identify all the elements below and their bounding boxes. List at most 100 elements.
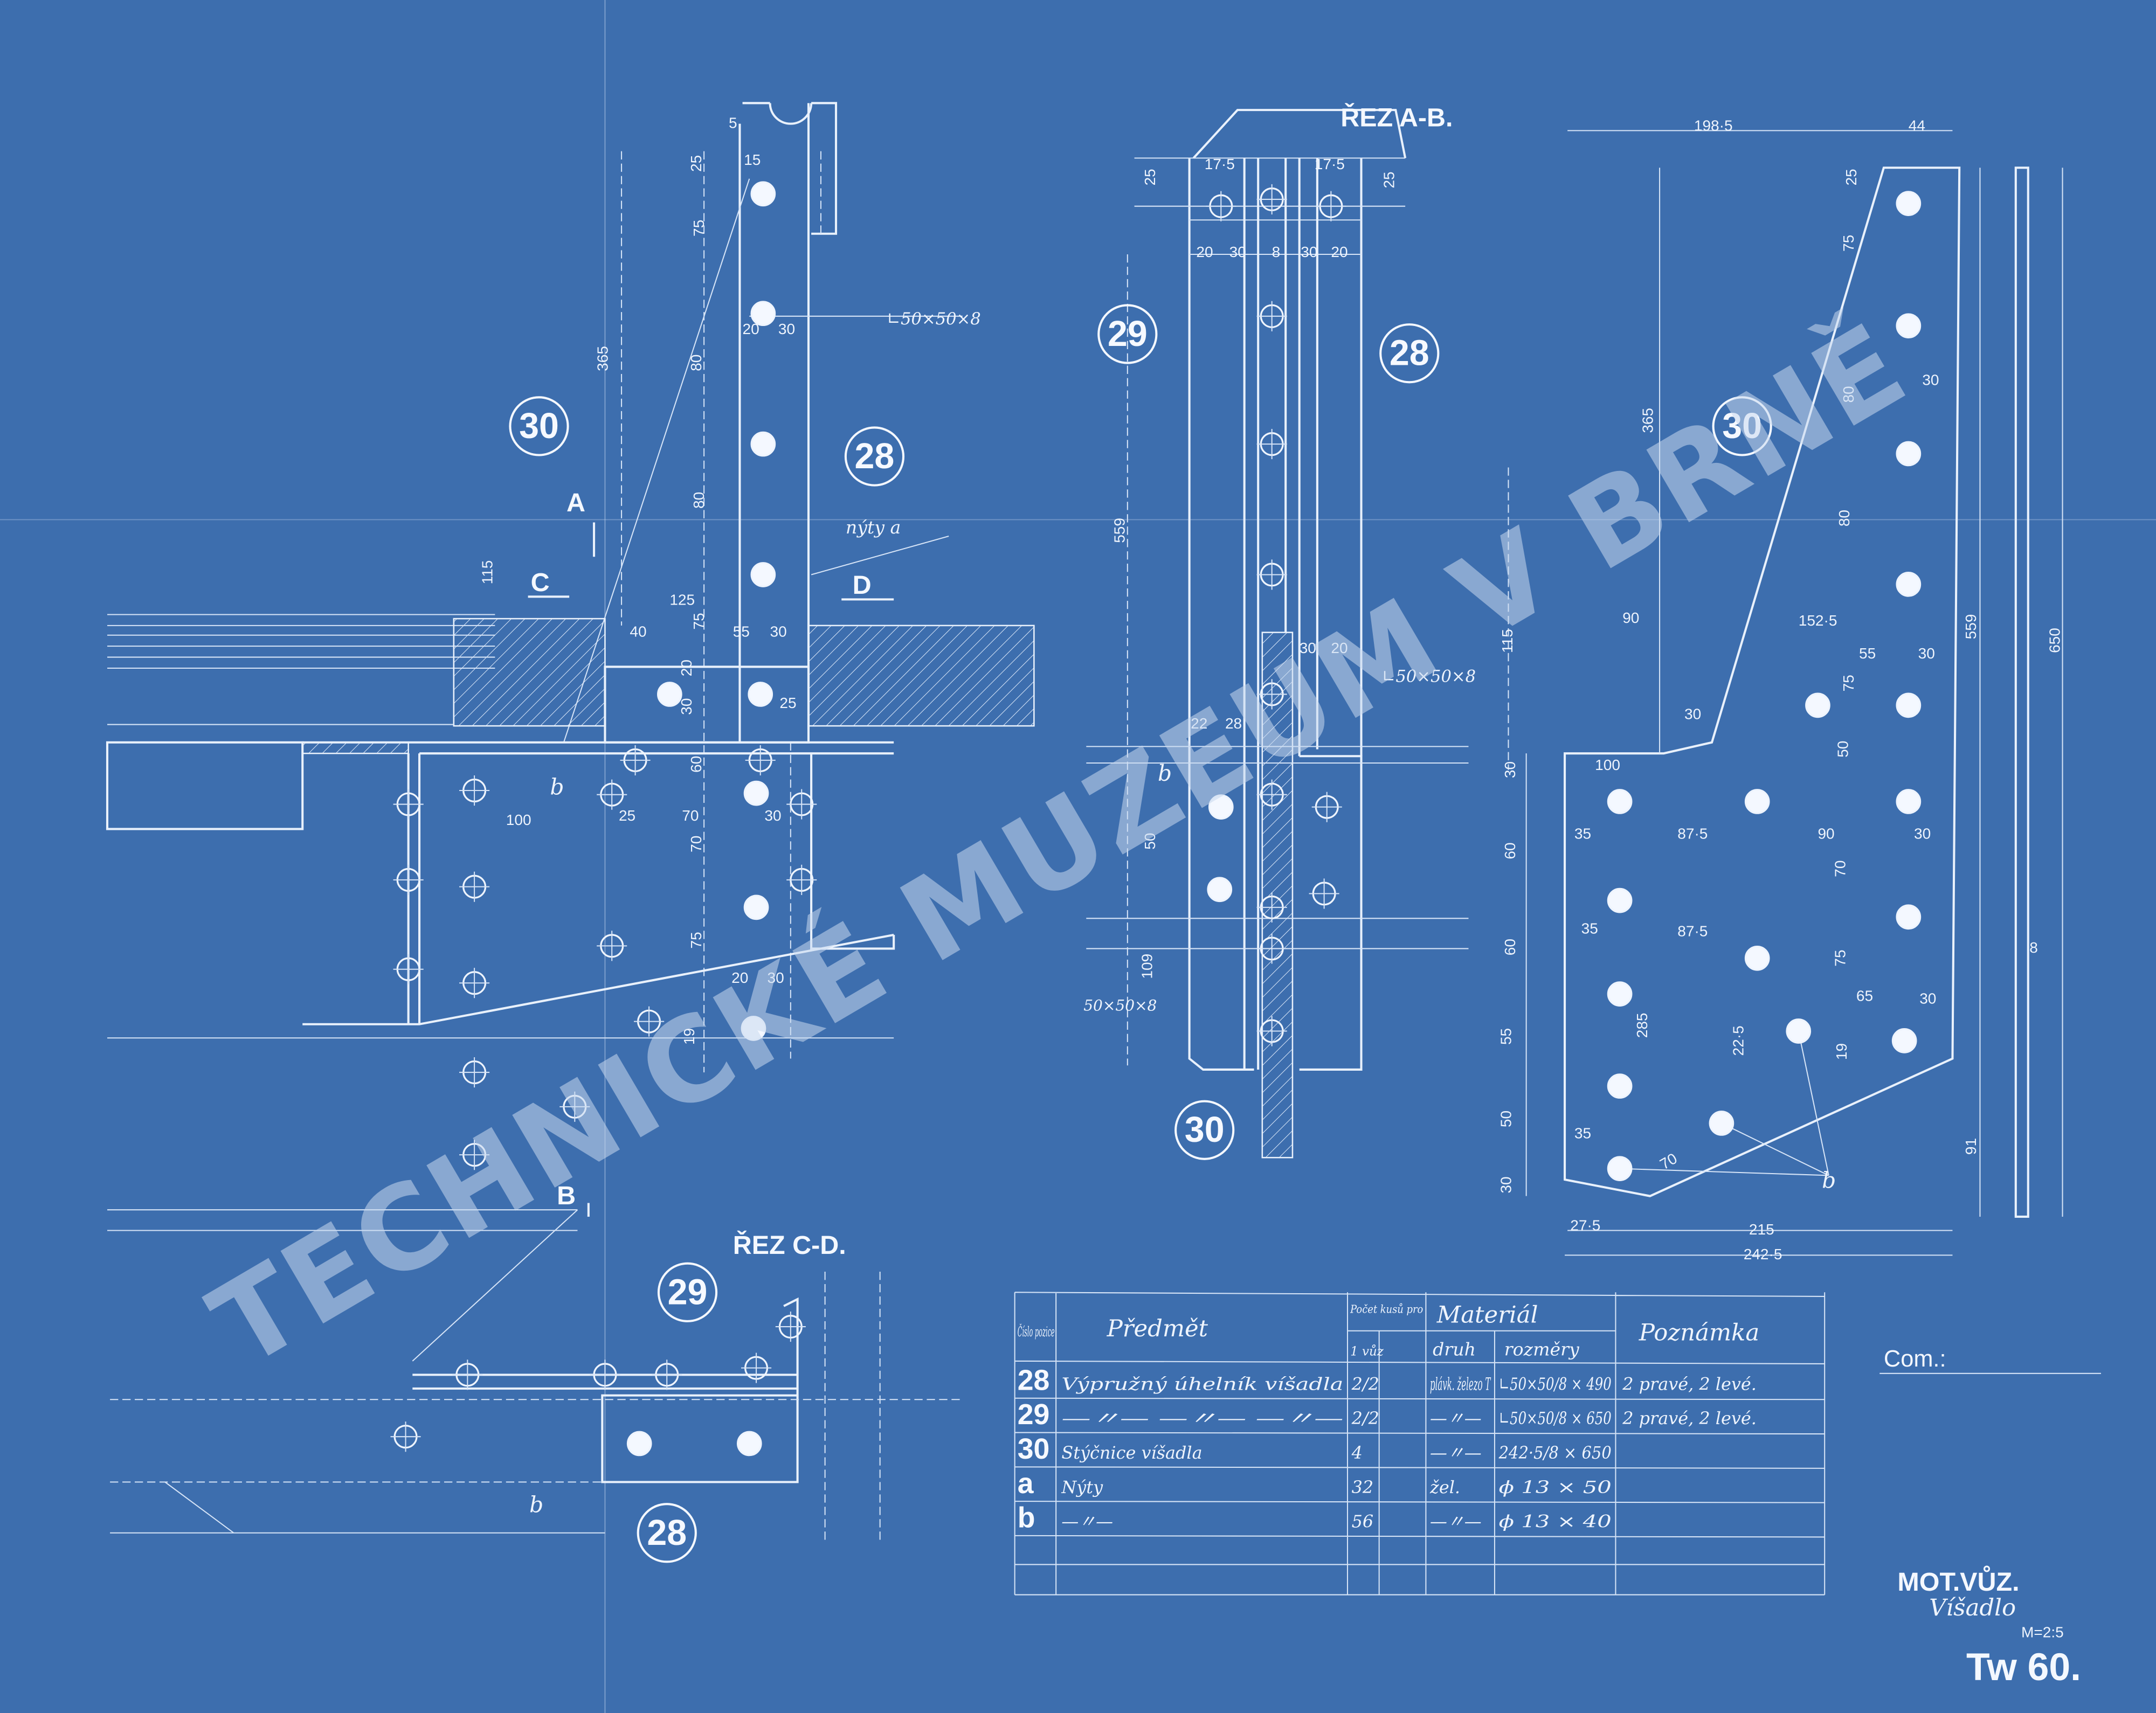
dimension-label: 25 <box>1843 169 1860 185</box>
svg-text:30: 30 <box>1185 1110 1225 1150</box>
rivet-hole <box>743 780 769 806</box>
row-position: 30 <box>1018 1433 1050 1465</box>
rivet-centerline <box>1316 191 1346 221</box>
dimension-label: 50 <box>1142 833 1158 850</box>
row-material-dimensions: ϕ 13 × 50 <box>1499 1477 1612 1497</box>
dimension-label: 55 <box>1498 1028 1515 1045</box>
part-bubble-29: 29 <box>1097 304 1158 364</box>
rivet-b-label: b <box>529 1492 543 1517</box>
dimension-label: 55 <box>733 623 750 640</box>
dimension-label: 90 <box>1818 825 1834 842</box>
drawing-number: Tw 60. <box>1966 1646 2081 1689</box>
rivet-hole <box>626 1431 652 1457</box>
dimension-label: 115 <box>479 560 495 585</box>
dimension-label: 30 <box>767 969 784 986</box>
row-item: Výpružný úhelník víšadla <box>1061 1374 1343 1394</box>
svg-text:30: 30 <box>519 406 559 446</box>
part-name: Víšadlo <box>1929 1594 2016 1621</box>
dimension-label: 152·5 <box>1799 612 1837 629</box>
dimension-label: 80 <box>1836 510 1853 526</box>
row-material-kind: —〃— <box>1430 1442 1482 1463</box>
rivet-centerline <box>786 789 817 820</box>
svg-text:28: 28 <box>1390 334 1429 373</box>
rivet-hole <box>743 894 769 920</box>
rivet-hole <box>1896 692 1922 718</box>
museum-watermark: TECHNICKÉ MUZEUM V BRNĚ <box>189 297 1929 1393</box>
dimension-label: 30 <box>778 321 795 337</box>
dimension-label: 25 <box>779 695 796 711</box>
rivet-centerline <box>1256 779 1287 810</box>
rivet-centerline <box>393 789 424 820</box>
header-count-sub: 1 vůz <box>1350 1344 1384 1359</box>
row-material-kind: —〃— <box>1430 1408 1482 1428</box>
row-item: —〃— <box>1061 1511 1113 1532</box>
table-row: b—〃—56—〃—ϕ 13 × 40 <box>1018 1502 1612 1534</box>
dimension-label: 80 <box>688 355 704 371</box>
com-label: Com.: <box>1884 1346 1946 1372</box>
rivet-centerline <box>1309 878 1339 909</box>
dimension-label: 100 <box>1595 757 1620 773</box>
row-note: 2 pravé, 2 levé. <box>1622 1374 1757 1394</box>
dimension-label: 285 <box>1634 1012 1650 1038</box>
dimension-label: 8 <box>1272 244 1281 260</box>
row-material-kind: žel. <box>1429 1477 1460 1497</box>
row-note: 2 pravé, 2 levé. <box>1622 1408 1757 1428</box>
rivet-centerline <box>1256 429 1287 460</box>
dimension-label: 5 <box>729 114 737 131</box>
dimension-label: 80 <box>1840 386 1857 403</box>
rivet-hole <box>1896 571 1922 597</box>
rivet-hole <box>1805 692 1830 718</box>
rivet-hole <box>741 1016 766 1041</box>
dimension-label: 30 <box>1919 990 1936 1007</box>
dimension-label: 242·5 <box>1744 1246 1782 1263</box>
dimension-label: 198·5 <box>1694 117 1733 134</box>
dimension-label: 30 <box>1684 705 1701 722</box>
dimension-label: 30 <box>1922 371 1939 388</box>
angle-label: ∟50×50×8 <box>887 310 980 329</box>
rivet-centerline <box>1256 933 1287 964</box>
dimension-label: 20 <box>743 321 759 337</box>
rivet-hole <box>1896 313 1922 339</box>
header-count: Počet kusů pro <box>1350 1303 1423 1316</box>
rivet-hole <box>1786 1018 1812 1044</box>
dimension-label: 25 <box>1142 169 1158 185</box>
rivet-centerline <box>390 1421 421 1452</box>
rivet-hole <box>1607 1156 1633 1182</box>
part-bubble-30: 30 <box>1174 1100 1235 1160</box>
rivet-hole <box>1744 789 1770 814</box>
rivet-centerline <box>452 1360 483 1390</box>
title-block: Com.: MOT.VŮZ. Víšadlo M=2:5 Tw 60. <box>1879 1346 2101 1689</box>
row-position: 29 <box>1018 1399 1050 1431</box>
part-bubble-28: 28 <box>1379 323 1440 384</box>
dimension-label: 55 <box>1859 645 1876 662</box>
rivet-centerline <box>1206 191 1236 221</box>
dimension-label: 91 <box>1962 1138 1979 1155</box>
dimension-label: 25 <box>688 155 704 172</box>
dimension-label: 30 <box>1229 244 1246 260</box>
rivet-centerline <box>459 968 490 998</box>
row-material-dimensions: 242·5/8 × 650 <box>1498 1442 1612 1463</box>
rivet-centerline <box>597 779 627 810</box>
rivet-b-label: b <box>550 774 564 800</box>
dimension-label: 50 <box>1835 741 1851 758</box>
dimension-label: 30 <box>1918 645 1935 662</box>
rivet-hole <box>1744 945 1770 971</box>
dimension-label: 30 <box>1301 244 1317 260</box>
dimension-label: 25 <box>619 807 635 824</box>
dimension-label: 19 <box>681 1028 697 1045</box>
dimension-label: 20 <box>678 660 695 676</box>
rivet-centerline <box>1311 792 1342 822</box>
rivet-hole <box>750 181 776 207</box>
dimension-label: 60 <box>1502 842 1518 859</box>
rivet-centerline <box>459 1140 490 1170</box>
dimension-label: 22 <box>1191 715 1207 732</box>
rivet-centerline <box>652 1360 682 1390</box>
rivet-b-label: b <box>1158 760 1172 786</box>
dimension-label: 19 <box>1833 1043 1850 1060</box>
dimension-label: 20 <box>1196 244 1213 260</box>
section-mark-d: D <box>853 571 872 600</box>
row-material-dimensions: ∟50×50/8 × 650 <box>1499 1408 1612 1428</box>
dimension-label: 75 <box>1840 675 1857 691</box>
